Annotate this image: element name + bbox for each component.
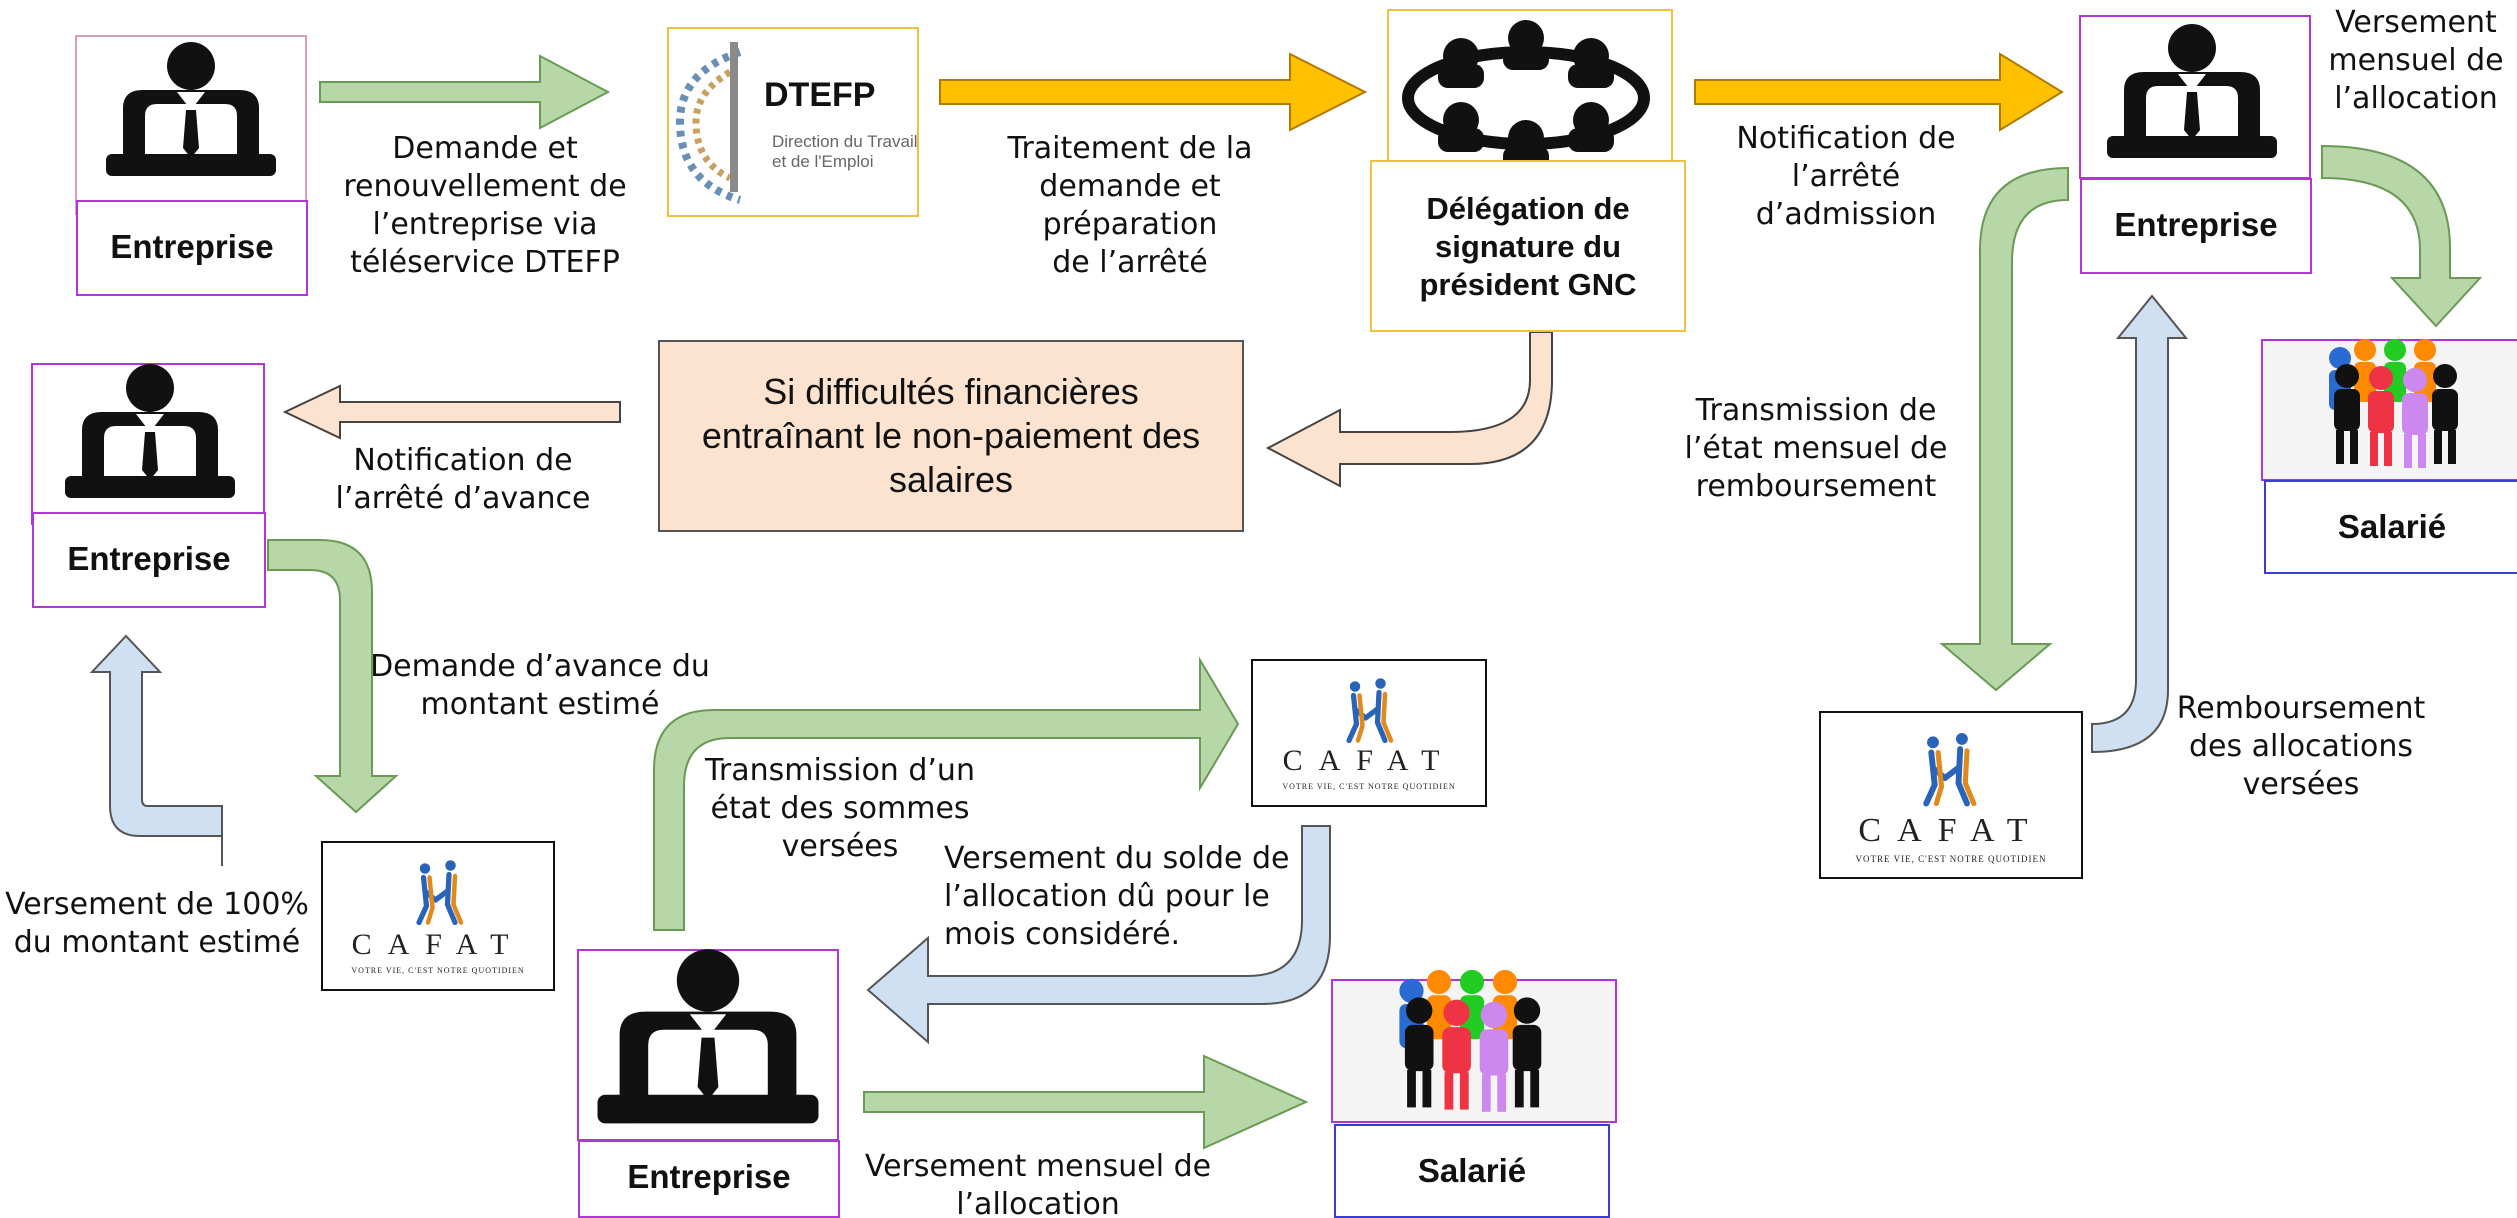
entreprise-2-label: Entreprise [67, 540, 231, 577]
entreprise-4-label: Entreprise [2114, 206, 2278, 243]
arrow-versement-top [2321, 144, 2483, 328]
difficulty-box: Si difficultés financières entraînant le… [658, 340, 1244, 532]
dtefp-frame [667, 27, 919, 217]
label-remboursement: Remboursement des allocations versées [2176, 691, 2426, 802]
arrow-versement-100 [89, 634, 223, 866]
arrow-transmission-sommes [653, 656, 1240, 931]
cafat-2-word: CAFAT [1282, 744, 1456, 777]
entreprise-3-label: Entreprise [627, 1158, 791, 1195]
entreprise-4-box: Entreprise [2080, 178, 2312, 274]
label-notif-avance: Notification de l’arrêté d’avance [335, 443, 591, 516]
arrow-difficulte [1265, 331, 1553, 488]
cafat-3: CAFAT VOTRE VIE, C'EST NOTRE QUOTIDIEN [1820, 712, 2082, 878]
cafat-2-tagline: VOTRE VIE, C'EST NOTRE QUOTIDIEN [1282, 782, 1456, 791]
label-transmission-etat: Transmission de l’état mensuel de rembou… [1684, 393, 1948, 504]
label-versement-bottom: Versement mensuel de l’allocation [864, 1149, 1212, 1218]
dtefp-title: DTEFP [764, 76, 876, 114]
delegation-box: Délégation de signature du président GNC [1370, 160, 1686, 332]
salarie-2-label: Salarié [1417, 1152, 1527, 1189]
salarie-1-box: Salarié [2264, 480, 2517, 574]
label-notif-admission: Notification de l’arrêté d’admission [1736, 121, 1956, 232]
entreprise-1-label: Entreprise [110, 228, 274, 265]
arrow-demande-avance [267, 539, 399, 814]
salarie-1-label: Salarié [2337, 508, 2447, 545]
cafat-1: CAFAT VOTRE VIE, C'EST NOTRE QUOTIDIEN [322, 842, 554, 990]
arrow-versement-bottom [863, 1054, 1309, 1150]
arrow-demande [319, 54, 611, 130]
arrow-remboursement [2091, 294, 2189, 754]
label-transmission-sommes: Transmission d’un état des sommes versée… [705, 753, 975, 864]
cafat-2-frame [1251, 659, 1487, 807]
cafat-1-tagline: VOTRE VIE, C'EST NOTRE QUOTIDIEN [351, 966, 525, 975]
cafat-3-frame [1819, 711, 2083, 879]
entreprise-1-box: Entreprise [76, 200, 308, 296]
dtefp-emblem-icon [675, 42, 742, 204]
label-demande: Demande et renouvellement de l’entrepris… [343, 131, 627, 280]
meeting-table-icon [1402, 20, 1650, 170]
arrow-transmission-etat [1939, 166, 2069, 692]
dtefp-subtitle: Direction du Travail et de l'Emploi [772, 132, 918, 171]
entreprise-2-box: Entreprise [32, 512, 266, 608]
cafat-1-frame [321, 841, 555, 991]
delegation-label: Délégation de signature du président GNC [1419, 191, 1637, 302]
cafat-3-tagline: VOTRE VIE, C'EST NOTRE QUOTIDIEN [1855, 854, 2047, 864]
arrow-traitement [939, 52, 1368, 132]
salarie-2-box: Salarié [1334, 1124, 1610, 1218]
entreprise-3-box: Entreprise [578, 1140, 840, 1218]
arrow-notification [1694, 52, 2064, 132]
label-traitement: Traitement de la demande et préparation … [1007, 131, 1253, 280]
cafat-2: CAFAT VOTRE VIE, C'EST NOTRE QUOTIDIEN [1252, 660, 1486, 806]
arrow-notif-avance [282, 384, 621, 440]
cafat-1-word: CAFAT [351, 928, 525, 961]
label-versement-solde: Versement du solde de l’allocation dû po… [944, 841, 1290, 952]
cafat-3-word: CAFAT [1858, 812, 2044, 849]
label-demande-avance: Demande d’avance du montant estimé [370, 649, 710, 722]
label-versement-top: Versement mensuel de l’allocation [2328, 5, 2504, 116]
label-versement-100: Versement de 100% du montant estimé [5, 887, 309, 960]
arrow-versement-solde [866, 825, 1331, 1045]
